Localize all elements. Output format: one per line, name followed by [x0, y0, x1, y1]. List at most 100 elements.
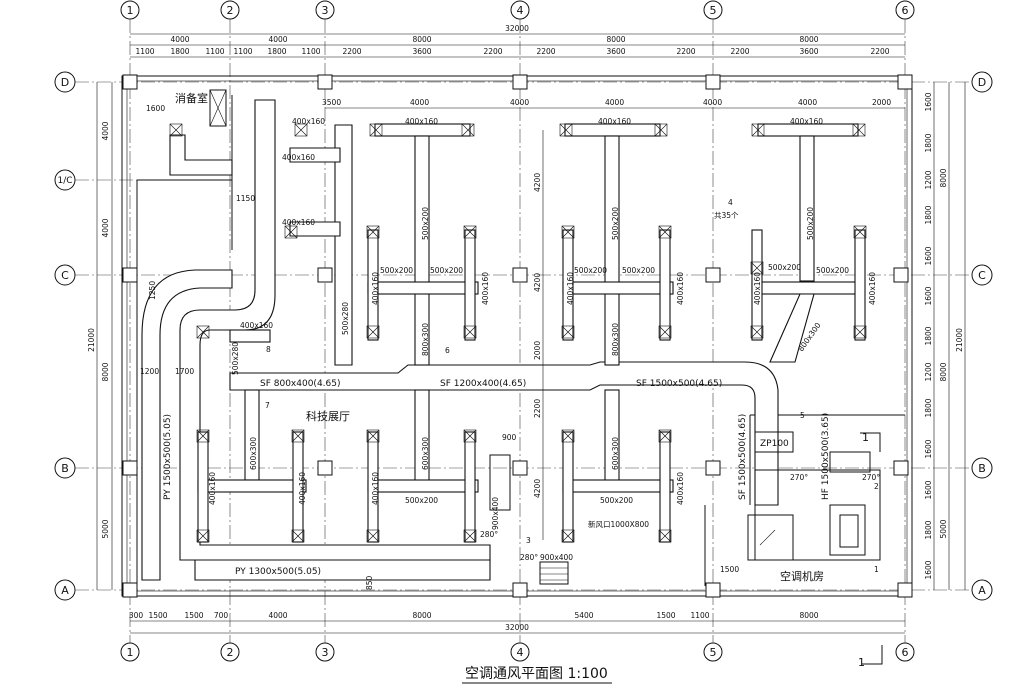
label-d500c: 500x200	[806, 207, 815, 240]
dim-bot-1: 1500	[148, 611, 167, 620]
dim-bot-5: 8000	[412, 611, 431, 620]
dim-850: 850	[365, 575, 374, 590]
dim-right2-1: 1800	[924, 133, 933, 152]
zone-branch-2	[562, 123, 674, 543]
dim-left-1: 4000	[101, 218, 110, 237]
dim-right2-8: 1800	[924, 398, 933, 417]
angle-270a: 270°	[790, 473, 808, 482]
tag-2: 2	[874, 482, 879, 491]
dim-left-2: 8000	[101, 362, 110, 381]
axis-label-C-right: C	[978, 269, 986, 282]
label-d800a: 800x300	[421, 323, 430, 356]
label-d500j: 500x200	[405, 496, 438, 505]
dim-bot-2: 1500	[184, 611, 203, 620]
dim-top-c: 8000	[412, 35, 431, 44]
dim-right2-11: 1800	[924, 520, 933, 539]
label-sf1: SF 800x400(4.65)	[260, 379, 341, 389]
axis-bubbles-top: 1 2 3 4 5 6	[120, 0, 915, 20]
label-d500f: 500x200	[574, 266, 607, 275]
axis-label-4: 4	[517, 4, 524, 17]
dim-top2-0: 1100	[135, 47, 154, 56]
dim-2000v: 2000	[533, 341, 542, 360]
label-d900b: 900x400	[540, 553, 573, 562]
left-dimensions: 21000 4000 4000 8000 5000	[87, 82, 113, 590]
axis-label-A: A	[61, 584, 69, 597]
dim-right-0: 8000	[939, 168, 948, 187]
label-py1: PY 1500x500(5.05)	[163, 414, 173, 500]
label-d400f: 400x160	[790, 117, 823, 126]
dim-top2-5: 1100	[301, 47, 320, 56]
label-v400b: 400x160	[481, 272, 490, 305]
dim-left-0: 4000	[101, 121, 110, 140]
dim-right-total: 21000	[955, 328, 964, 352]
label-d500v: 500x280	[231, 342, 240, 375]
dim-right-1: 8000	[939, 362, 948, 381]
dim-top2-12: 2200	[730, 47, 749, 56]
label-zp: ZP100	[760, 439, 789, 449]
dim-1200: 1200	[140, 367, 159, 376]
section-markers: 1 1	[858, 431, 883, 669]
label-sfv: SF 1500x500(4.65)	[738, 414, 748, 500]
dim-bot-8: 1100	[690, 611, 709, 620]
axis-label-D-right: D	[978, 76, 986, 89]
axis-bubbles-right: D C B A	[971, 71, 993, 601]
label-v400i: 400x160	[371, 472, 380, 505]
zone-branch-0	[197, 329, 307, 543]
dim-right-2: 5000	[939, 519, 948, 538]
tag-1: 1	[874, 565, 879, 574]
dim-3500: 3500	[322, 98, 341, 107]
label-v400d: 400x160	[676, 272, 685, 305]
top-dimensions: 32000 4000 4000 8000 8000 8000 1100 1800…	[130, 24, 905, 58]
dim-right2-6: 1800	[924, 326, 933, 345]
dim-top-total: 32000	[505, 24, 529, 33]
equipment	[209, 89, 881, 585]
axis-label-3: 3	[322, 4, 329, 17]
angle-280b: 280°	[520, 553, 538, 562]
axis-label-B-right: B	[978, 462, 986, 475]
label-d600c: 600x300	[611, 437, 620, 470]
label-d500i: 500x200	[816, 266, 849, 275]
dim-right2-3: 1800	[924, 205, 933, 224]
dim-top2-4: 1800	[267, 47, 286, 56]
tag-3: 3	[526, 536, 531, 545]
dim-4000d: 4000	[703, 98, 722, 107]
axis-label-A-right: A	[978, 584, 986, 597]
dim-left-3: 5000	[101, 519, 110, 538]
label-py2: PY 1300x500(5.05)	[235, 567, 321, 577]
axis-label-3-bottom: 3	[322, 646, 329, 659]
label-hf: HF 1500x500(3.65)	[821, 413, 831, 500]
label-vent: 新风口1000X800	[588, 519, 649, 529]
inner-dimensions: 3500 4000 4000 4000 4000 4000 2000 1600 …	[140, 98, 905, 590]
dim-top2-10: 3600	[606, 47, 625, 56]
dim-900: 900	[502, 433, 517, 442]
dim-top2-1: 1800	[170, 47, 189, 56]
dim-bot-7: 1500	[656, 611, 675, 620]
dim-top2-2: 1100	[205, 47, 224, 56]
room-machine: 空调机房	[780, 569, 824, 583]
bottom-dimensions: 300 1500 1500 700 4000 8000 5400 1500 11…	[129, 611, 905, 634]
axis-label-5-bottom: 5	[710, 646, 717, 659]
dim-top2-11: 2200	[676, 47, 695, 56]
axis-bubbles-bottom: 1 2 3 4 5 6	[120, 642, 915, 662]
label-d500h: 500x200	[768, 263, 801, 272]
label-d900a: 900x400	[491, 497, 500, 530]
label-v400e: 400x160	[753, 272, 762, 305]
axis-bubbles-left: D 1/C C B A	[54, 71, 76, 601]
duct-labels: SF 800x400(4.65) SF 1200x400(4.65) SF 15…	[163, 117, 877, 577]
dim-top2-8: 2200	[483, 47, 502, 56]
diffusers	[169, 123, 867, 543]
dim-4200b: 4200	[533, 273, 542, 292]
dim-top-d: 8000	[606, 35, 625, 44]
dim-bot-6: 5400	[574, 611, 593, 620]
axis-label-D: D	[61, 76, 69, 89]
right-dimensions: 21000 8000 8000 5000 1600 1800 1200 1800…	[924, 82, 966, 590]
dim-2200v: 2200	[533, 399, 542, 418]
tag-5: 5	[800, 411, 805, 420]
dim-top-b: 4000	[268, 35, 287, 44]
axis-label-6: 6	[902, 4, 909, 17]
zone-branch-1	[367, 123, 479, 543]
dim-top2-14: 2200	[870, 47, 889, 56]
axis-label-C: C	[61, 269, 69, 282]
axis-label-1: 1	[127, 4, 134, 17]
room-hall: 科技展厅	[306, 409, 350, 423]
